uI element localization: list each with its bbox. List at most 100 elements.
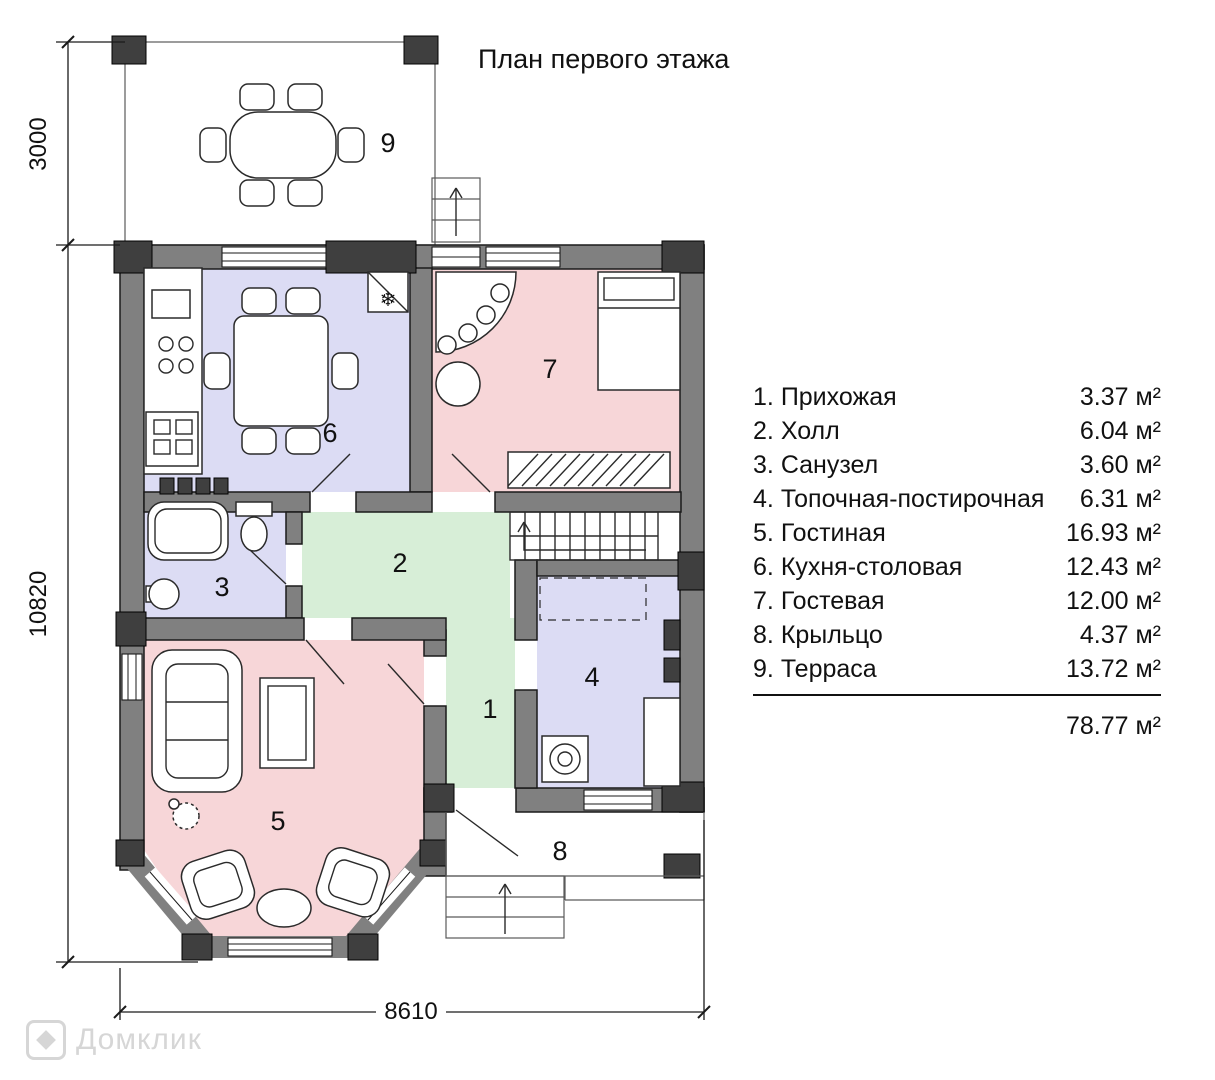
legend-room-name: Терраса xyxy=(780,655,877,683)
window-boiler-bottom xyxy=(583,789,653,811)
legend-total-area: 78.77 м² xyxy=(1065,712,1161,740)
utility-cabinet xyxy=(643,697,681,787)
legend-room-name: Гостиная xyxy=(780,519,886,547)
legend-room-area: 16.93 м² xyxy=(1065,519,1161,547)
legend-row-5: 5. Гостиная 16.93 м² xyxy=(753,516,1161,550)
legend-row-2: 2. Холл 6.04 м² xyxy=(753,414,1161,448)
legend-room-area: 4.37 м² xyxy=(1079,621,1161,649)
legend-row-9: 9. Терраса 13.72 м² xyxy=(753,652,1161,686)
window-guest-top xyxy=(485,246,561,268)
legend-room-area: 3.37 м² xyxy=(1079,383,1161,411)
porch-steps-arrow-icon xyxy=(498,883,512,934)
room-label-1: 1 xyxy=(482,694,497,724)
room-number-labels: 1 2 3 4 5 6 7 8 9 xyxy=(214,128,599,866)
washing-machine xyxy=(541,735,589,783)
floor-grille xyxy=(159,477,229,495)
legend-row-7: 7. Гостевая 12.00 м² xyxy=(753,584,1161,618)
boiler-unit xyxy=(663,619,681,651)
door-living-from-entry xyxy=(387,663,425,705)
living-room-furniture xyxy=(151,649,391,928)
legend-num: 3. xyxy=(753,451,774,479)
legend-room-name: Санузел xyxy=(780,451,879,479)
legend-num: 4. xyxy=(753,485,774,513)
legend-num: 7. xyxy=(753,587,774,615)
armchair-right xyxy=(315,846,391,918)
terrace-steps-arrow-icon xyxy=(449,187,463,236)
legend-room-name: Гостевая xyxy=(780,587,885,615)
stairs-direction-arrow-icon xyxy=(517,521,646,551)
legend-row-6: 6. Кухня-столовая 12.43 м² xyxy=(753,550,1161,584)
legend-num: 8. xyxy=(753,621,774,649)
toilet xyxy=(235,501,273,552)
watermark-text: Домклик xyxy=(76,1023,202,1056)
sink xyxy=(145,578,180,610)
stove-icon xyxy=(158,336,194,374)
legend-num: 1. xyxy=(753,383,774,411)
boiler-room-fixtures xyxy=(541,619,681,787)
bed xyxy=(597,271,681,391)
terrace xyxy=(111,35,481,246)
door-entrance xyxy=(455,809,519,857)
legend-num: 9. xyxy=(753,655,774,683)
legend-room-area: 13.72 м² xyxy=(1065,655,1161,683)
room-label-8: 8 xyxy=(552,836,567,866)
dimension-house-width: 8610 xyxy=(384,998,437,1025)
legend-room-name: Кухня-столовая xyxy=(780,553,963,581)
round-table xyxy=(256,888,312,928)
door-living-from-hall xyxy=(305,639,345,685)
legend-num: 5. xyxy=(753,519,774,547)
legend-num: 2. xyxy=(753,417,774,445)
legend-divider xyxy=(753,694,1161,696)
windows xyxy=(121,246,653,957)
dimension-house-depth: 10820 xyxy=(25,571,52,638)
dimensions: 3000 10820 8610 xyxy=(25,35,711,1025)
coffee-table xyxy=(259,677,315,769)
door-guest xyxy=(451,453,491,493)
page-title: План первого этажа xyxy=(478,44,730,74)
legend-row-3: 3. Санузел 3.60 м² xyxy=(753,448,1161,482)
watermark-logo-icon xyxy=(26,1020,66,1060)
room-label-4: 4 xyxy=(584,662,599,692)
porch-pier xyxy=(663,853,701,879)
terrace-post-left xyxy=(111,35,147,65)
legend-row-1: 1. Прихожая 3.37 м² xyxy=(753,380,1161,414)
door-leaves xyxy=(249,453,519,857)
legend-room-area: 12.00 м² xyxy=(1065,587,1161,615)
bay-window-left xyxy=(144,867,198,925)
bathtub xyxy=(147,501,229,561)
window-living-left xyxy=(121,653,143,701)
corner-sofa xyxy=(435,271,517,355)
kitchen-sink xyxy=(151,289,191,319)
legend-room-area: 12.43 м² xyxy=(1065,553,1161,581)
boiler-unit-small xyxy=(663,657,681,683)
fridge: ❄ xyxy=(367,271,409,313)
room-label-5: 5 xyxy=(270,806,285,836)
radiator xyxy=(507,451,671,489)
legend-room-name: Прихожая xyxy=(780,383,897,411)
legend-room-name: Топочная-постирочная xyxy=(780,485,1045,513)
door-kitchen xyxy=(311,453,351,493)
bathroom-fixtures xyxy=(145,501,273,610)
sofa xyxy=(151,649,243,793)
kitchen-furniture: ❄ xyxy=(143,267,409,495)
watermark: Домклик xyxy=(26,1020,202,1060)
guest-room-furniture xyxy=(435,271,681,489)
bay-window-bottom xyxy=(227,937,333,957)
fridge-snowflake-icon: ❄ xyxy=(380,289,397,311)
legend-room-area: 6.04 м² xyxy=(1079,417,1161,445)
legend: 1. Прихожая 3.37 м² 2. Холл 6.04 м² 3. С… xyxy=(753,380,1161,741)
door-bath xyxy=(249,549,287,585)
legend-row-4: 4. Топочная-постирочная 6.31 м² xyxy=(753,482,1161,516)
stairs xyxy=(509,511,659,621)
legend-row-8: 8. Крыльцо 4.37 м² xyxy=(753,618,1161,652)
room-label-7: 7 xyxy=(542,354,557,384)
legend-room-area: 6.31 м² xyxy=(1079,485,1161,513)
round-side-table xyxy=(435,361,481,407)
wall-piers xyxy=(113,240,705,961)
window-kitchen-top xyxy=(221,246,327,268)
legend-room-name: Крыльцо xyxy=(780,621,883,649)
dining-set xyxy=(203,287,359,455)
terrace-door xyxy=(431,246,481,268)
room-label-9: 9 xyxy=(380,128,395,158)
